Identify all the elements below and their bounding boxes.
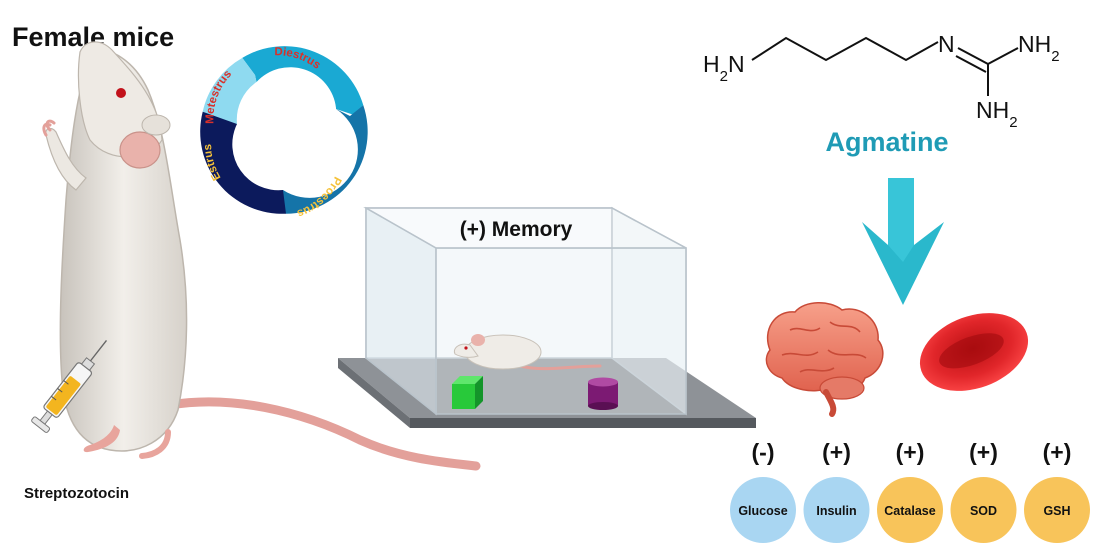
marker-label-insulin: Insulin	[816, 504, 856, 518]
marker-label-gsh: GSH	[1043, 504, 1070, 518]
cycle-segment-diestrus	[242, 46, 364, 115]
marker-sign-catalase: (+)	[896, 439, 925, 465]
red-blood-cell-icon	[919, 313, 1029, 391]
arena-label: (+) Memory	[460, 218, 573, 241]
marker-label-glucose: Glucose	[738, 504, 787, 518]
marker-label-sod: SOD	[970, 504, 997, 518]
agmatine-structure	[751, 36, 1019, 96]
marker-circle-catalase	[877, 477, 943, 543]
amine-group-bottom: NH2	[976, 97, 1018, 131]
marker-circle-glucose	[730, 477, 796, 543]
amine-group-right: NH2	[1018, 31, 1060, 65]
memory-test-arena	[338, 206, 756, 428]
injection-label: Streptozotocin	[24, 485, 129, 502]
amine-group-left: H2N	[703, 51, 745, 85]
cycle-segment-estrus	[200, 104, 286, 214]
purple-cylinder-object	[588, 377, 618, 410]
cycle-segment-metestrus	[202, 57, 257, 124]
rat-tail	[165, 397, 481, 471]
marker-label-catalase: Catalase	[884, 504, 935, 518]
molecule-name: Agmatine	[825, 127, 948, 157]
marker-circle-insulin	[803, 477, 870, 543]
cycle-label-proestrus: Proestrus	[295, 175, 343, 220]
cycle-segment-proestrus	[277, 105, 368, 214]
syringe-icon	[31, 339, 108, 433]
marker-sign-gsh: (+)	[1043, 439, 1072, 465]
biomarker-list: (-) Glucose (+) Insulin (+) Catalase (+) SOD (+)…	[730, 439, 1090, 543]
marker-sign-insulin: (+)	[822, 439, 851, 465]
rat-eye	[116, 88, 126, 98]
marker-circle-gsh	[1024, 477, 1090, 543]
imine-nitrogen: N	[938, 31, 955, 57]
standing-rat-illustration	[42, 41, 481, 471]
marker-sign-sod: (+)	[969, 439, 998, 465]
marker-circle-sod	[950, 477, 1017, 543]
marker-sign-glucose: (-)	[752, 439, 775, 465]
down-arrow-icon	[862, 178, 944, 305]
estrous-cycle-ring: Diestrus Proestrus Estrus Metestrus	[200, 46, 368, 220]
rat-head	[77, 41, 163, 158]
green-cube-object	[452, 376, 483, 409]
arena-mouse	[453, 334, 602, 371]
rat-ear	[119, 131, 161, 169]
brain-icon	[765, 302, 884, 417]
rat-foot	[83, 425, 120, 453]
